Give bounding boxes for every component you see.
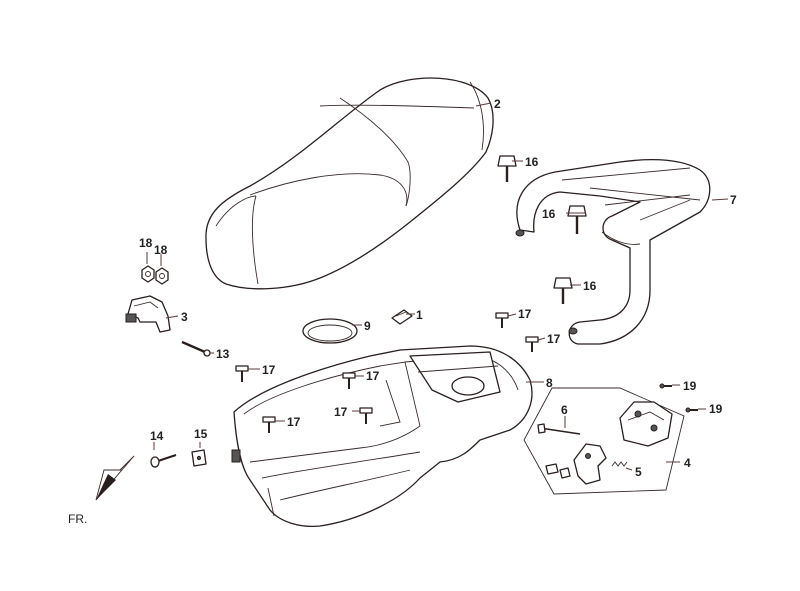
callout-19-top: 19: [683, 379, 697, 393]
screw-17-c: [235, 365, 249, 382]
callout-2: 2: [494, 97, 501, 111]
nut-right: [155, 267, 169, 285]
callout-17-d: 17: [366, 369, 380, 383]
screw-14: [150, 454, 177, 468]
callout-19-low: 19: [709, 402, 723, 416]
leader-lines: [146, 102, 729, 471]
bolt-16-mid: [567, 205, 587, 234]
bolt-16-low: [553, 277, 573, 304]
bracket: [125, 295, 171, 333]
callout-18-right: 18: [154, 243, 168, 257]
callout-17-a: 17: [518, 307, 532, 321]
callout-18-left: 18: [139, 236, 153, 250]
screw-17-f: [262, 416, 276, 433]
front-direction-arrow: [95, 455, 135, 501]
callout-4: 4: [684, 456, 691, 470]
callout-14: 14: [150, 429, 164, 443]
rear-carrier: [515, 158, 711, 345]
clip: [391, 309, 413, 325]
callout-17-f: 17: [287, 415, 301, 429]
callout-17-c: 17: [262, 363, 276, 377]
callout-13: 13: [216, 347, 230, 361]
seat-lock-assembly: [523, 387, 685, 495]
callout-6: 6: [561, 403, 568, 417]
bolt-13: [181, 340, 211, 357]
callout-5: 5: [635, 465, 642, 479]
nut-left: [141, 265, 155, 283]
callout-17-b: 17: [547, 332, 561, 346]
callout-7: 7: [730, 193, 737, 207]
seat: [205, 77, 494, 290]
screw-17-d: [342, 372, 356, 389]
callout-16-low: 16: [583, 279, 597, 293]
cover-cap: [302, 318, 358, 344]
callout-16-top: 16: [525, 155, 539, 169]
screw-17-b: [525, 336, 539, 352]
speed-nut-15: [191, 449, 207, 467]
screw-17-a: [495, 312, 509, 328]
callout-17-e: 17: [334, 405, 348, 419]
front-label: FR.: [68, 512, 87, 526]
bolt-16-top: [497, 155, 517, 182]
callouts: 2 16 16 16 7 1 9 3 13 14 15 18 18 17 17 …: [68, 97, 737, 526]
callout-9: 9: [364, 319, 371, 333]
callout-15: 15: [194, 427, 208, 441]
luggage-box: [231, 345, 533, 528]
rivet-19-top: [659, 383, 672, 389]
rivet-19-low: [685, 407, 698, 413]
callout-1: 1: [416, 308, 423, 322]
callout-8: 8: [546, 376, 553, 390]
callout-3: 3: [181, 310, 188, 324]
callout-16-mid: 16: [542, 207, 556, 221]
